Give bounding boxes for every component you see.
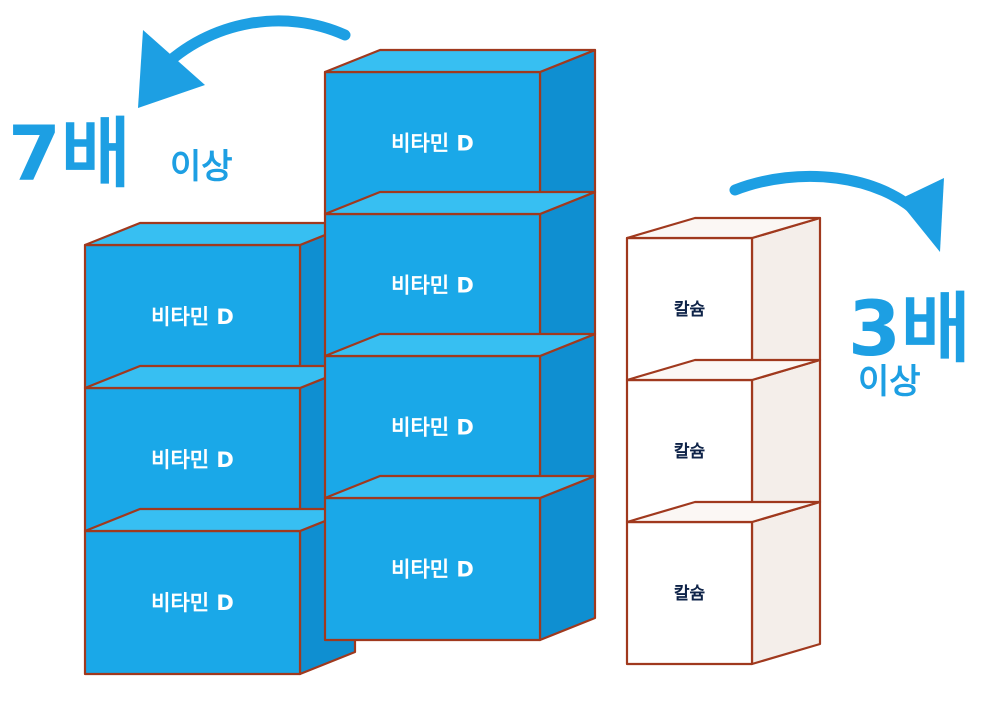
- box-top-face: [323, 474, 597, 500]
- box-top-face: [625, 500, 822, 524]
- box-label: 칼슘: [674, 442, 706, 462]
- vitamin-d-box: 비타민 D: [83, 507, 357, 676]
- box-label: 비타민 D: [151, 305, 234, 329]
- vitamin-d-stack-left: 비타민 D 비타민 D 비타민 D: [83, 221, 357, 676]
- calcium-box: 칼슘: [625, 216, 822, 382]
- box-label: 칼슘: [674, 300, 706, 320]
- left-callout: 7배 이상: [8, 15, 351, 198]
- box-label: 비타민 D: [151, 591, 234, 615]
- left-callout-suffix: 이상: [170, 147, 233, 187]
- curved-arrow-right-head: [898, 178, 944, 252]
- box-top-face: [323, 48, 597, 74]
- curved-arrow-left-head: [138, 30, 205, 108]
- box-top-face: [625, 216, 822, 240]
- box-label: 비타민 D: [151, 448, 234, 472]
- calcium-box: 칼슘: [625, 358, 822, 524]
- box-top-face: [323, 332, 597, 358]
- vitamin-d-box: 비타민 D: [323, 332, 597, 500]
- box-label: 비타민 D: [391, 416, 474, 440]
- box-top-face: [625, 358, 822, 382]
- curved-arrow-left-icon: [154, 15, 351, 76]
- box-label: 비타민 D: [391, 274, 474, 298]
- box-side-face: [538, 474, 597, 642]
- calcium-box: 칼슘: [625, 500, 822, 666]
- box-side-face: [750, 500, 822, 666]
- box-side-face: [538, 332, 597, 500]
- right-callout: 3배 이상: [729, 170, 971, 402]
- right-callout-suffix: 이상: [858, 362, 921, 402]
- vitamin-d-box: 비타민 D: [83, 364, 357, 533]
- vitamin-d-box: 비타민 D: [83, 221, 357, 390]
- box-side-face: [750, 358, 822, 524]
- box-top-face: [323, 190, 597, 216]
- box-side-face: [538, 48, 597, 216]
- box-label: 비타민 D: [391, 132, 474, 156]
- right-callout-number: 3배: [848, 284, 971, 373]
- box-side-face: [538, 190, 597, 358]
- curved-arrow-right-icon: [729, 170, 926, 221]
- box-side-face: [750, 216, 822, 382]
- vitamin-d-box: 비타민 D: [323, 474, 597, 642]
- box-label: 비타민 D: [391, 558, 474, 582]
- vitamin-d-box: 비타민 D: [323, 190, 597, 358]
- vitamin-d-box: 비타민 D: [323, 48, 597, 216]
- left-callout-number: 7배: [8, 109, 131, 198]
- box-label: 칼슘: [674, 584, 706, 604]
- vitamin-d-stack-middle: 비타민 D 비타민 D 비타민 D 비타민 D: [323, 48, 597, 642]
